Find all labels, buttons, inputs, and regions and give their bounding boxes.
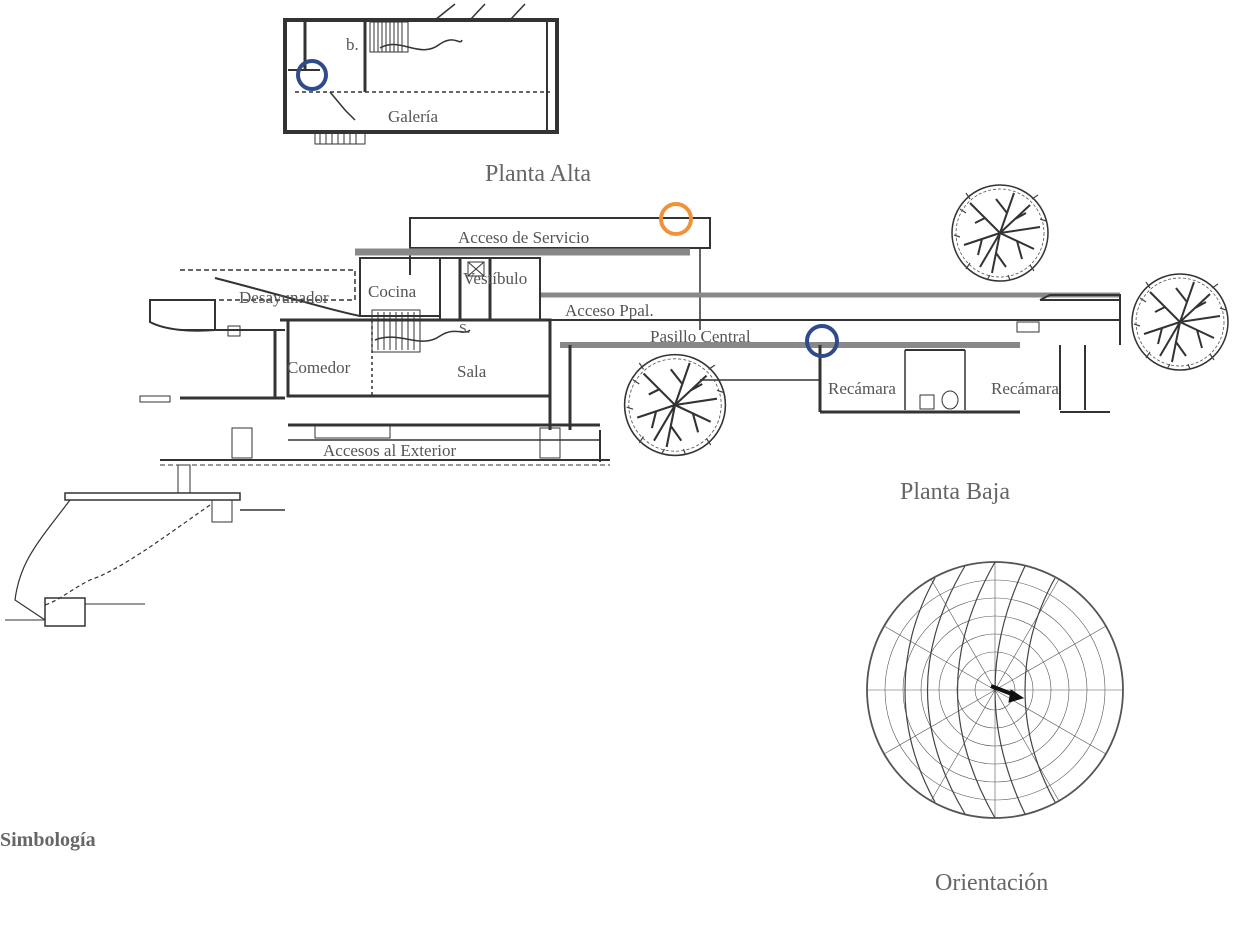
room-label-accesos-exterior: Accesos al Exterior [323,441,457,460]
upper-floor-title: Planta Alta [485,161,591,187]
ground-floor-title: Planta Baja [900,479,1010,505]
sun-path-diagram [866,561,1124,819]
room-label-recamara-1: Recámara [828,379,896,398]
tree-icon [623,353,727,457]
room-label-recamara-2: Recámara [991,379,1059,398]
ground-floor-plan [5,217,1121,627]
room-label-s: S. [459,322,471,337]
room-label-cocina: Cocina [368,282,417,301]
room-label-acceso-servicio: Acceso de Servicio [458,228,590,247]
tree-icon [1131,273,1229,371]
room-label-acceso-ppal: Acceso Ppal. [565,301,654,320]
room-label-sala: Sala [457,362,487,381]
room-label-desayunador: Desayunador [239,288,329,307]
room-label-pasillo-central: Pasillo Central [650,327,751,346]
service-access-marker [659,202,693,236]
room-label-comedor: Comedor [287,358,351,377]
legend-title: Simbología [0,829,96,851]
room-label-galeria: Galería [388,107,439,126]
orientation-title: Orientación [935,870,1049,896]
upper-floor-marker [296,59,328,91]
room-label-bano: b. [346,35,359,54]
tree-icon [951,184,1049,282]
central-corridor-marker [805,324,839,358]
room-label-vestibulo: Vestíbulo [463,269,528,288]
